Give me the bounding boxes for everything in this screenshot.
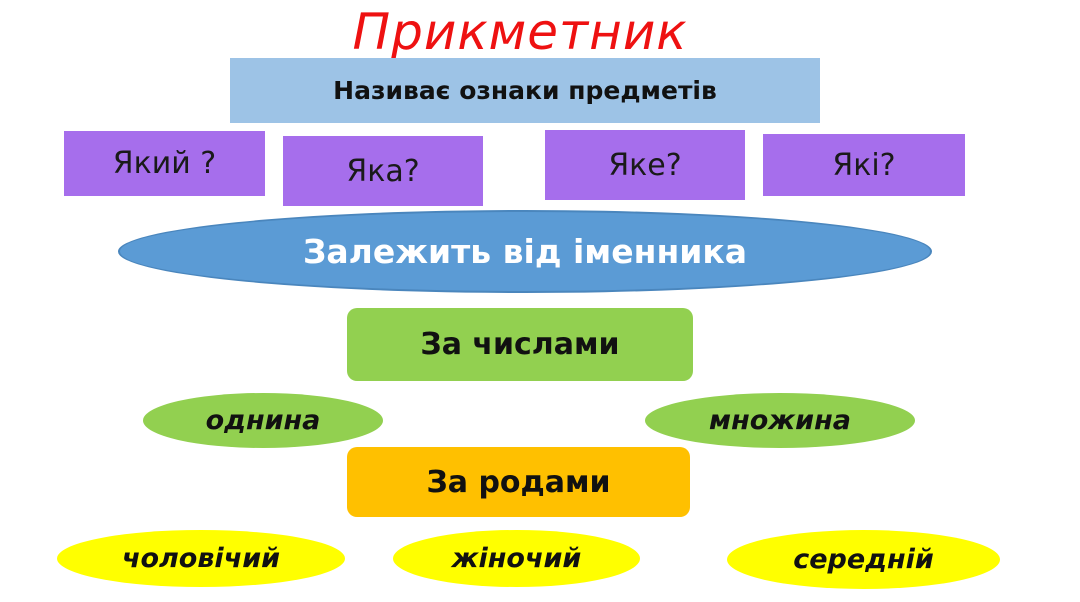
- plural-ellipse: множина: [645, 393, 915, 448]
- question-box-plural: Які?: [763, 134, 965, 196]
- question-box-neuter: Яке?: [545, 130, 745, 200]
- neuter-ellipse: середній: [727, 530, 1000, 589]
- question-box-feminine: Яка?: [283, 136, 483, 206]
- diagram-title: Прикметник: [352, 3, 688, 61]
- dependency-ellipse: Залежить від іменника: [118, 210, 932, 293]
- by-gender-box: За родами: [347, 447, 690, 517]
- masculine-ellipse: чоловічий: [57, 530, 345, 587]
- question-box-masculine: Який ?: [64, 131, 265, 196]
- singular-ellipse: однина: [143, 393, 383, 448]
- definition-box: Називає ознаки предметів: [230, 58, 820, 123]
- feminine-ellipse: жіночий: [393, 530, 640, 587]
- by-number-box: За числами: [347, 308, 693, 381]
